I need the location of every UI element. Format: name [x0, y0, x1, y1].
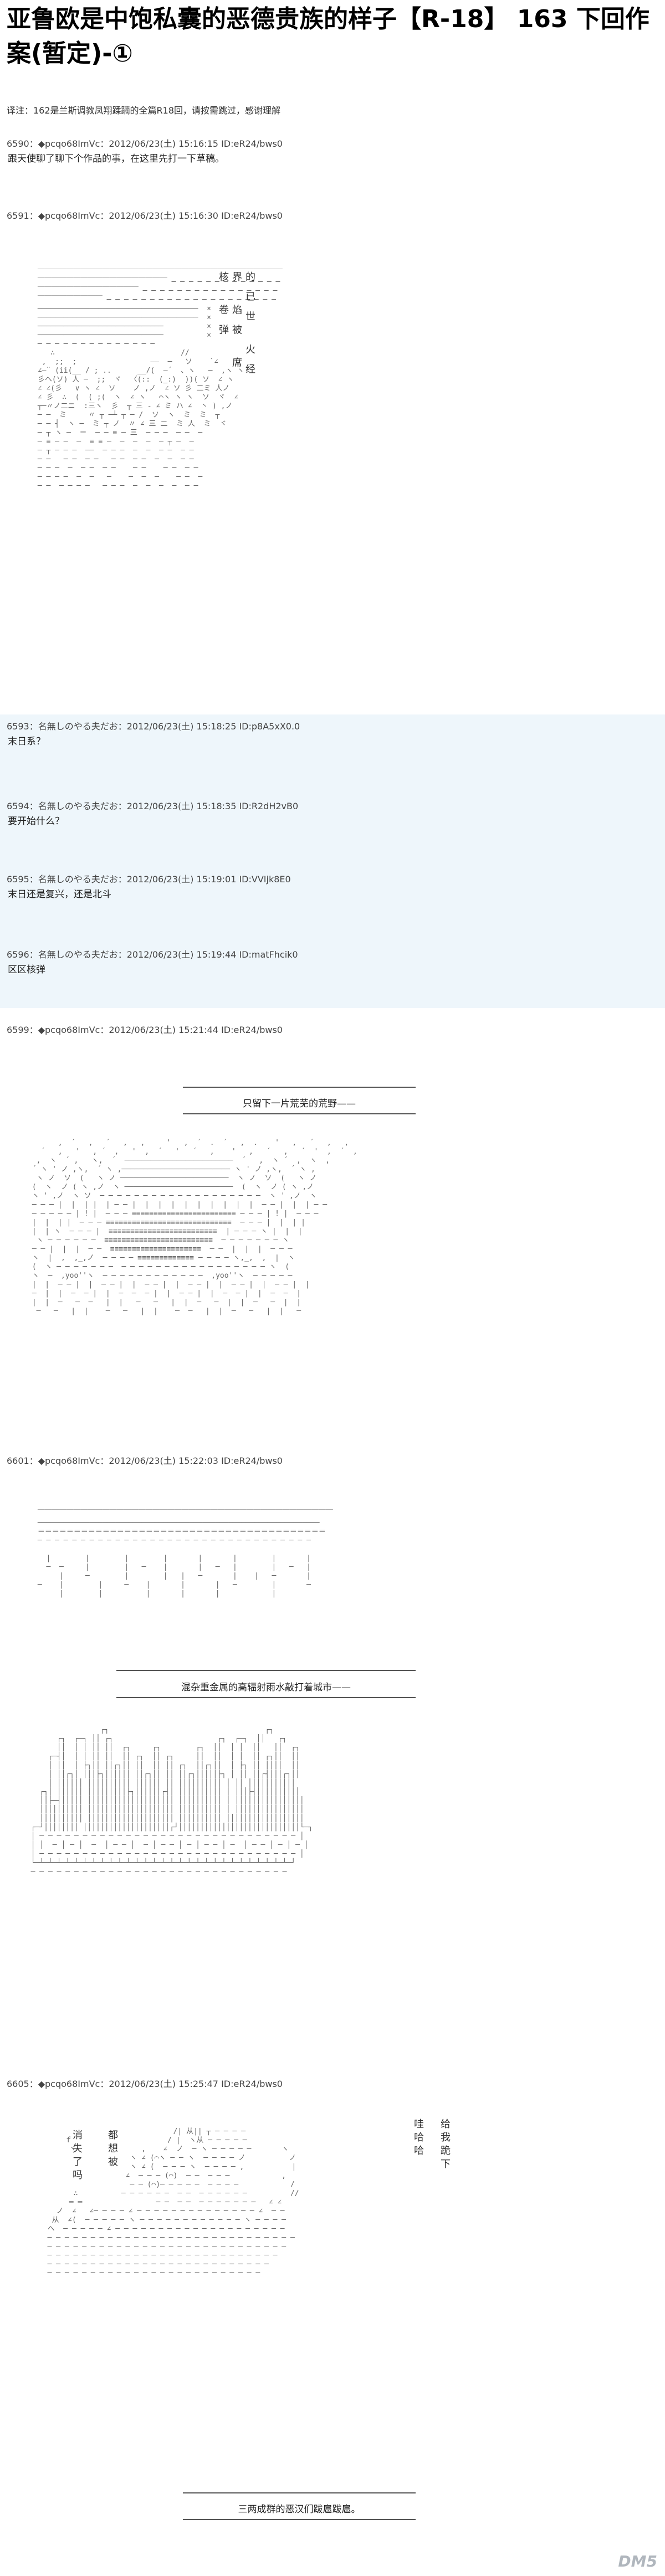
post-6595: 6595：名無しのやる夫だお：2012/06/23(土) 15:19:01 ID… [0, 864, 665, 942]
caption-rule [183, 1113, 416, 1114]
ascii-art-wasteland: , ´ , ´ , , ' , ´ . ´ , . ' , ´ , , ´ , … [32, 1139, 357, 1315]
post-6599: 6599：◆pcqo68ImVc：2012/06/23(土) 15:21:44 … [0, 1019, 665, 1451]
post-6593: 6593：名無しのやる夫だお：2012/06/23(土) 15:18:25 ID… [0, 714, 665, 786]
post-header: 6605：◆pcqo68ImVc：2012/06/23(土) 15:25:47 … [7, 2079, 283, 2089]
caption-rule [183, 2492, 416, 2493]
translator-note: 译注：162是兰斯调教凤翔蹂躏的全篇R18回，请按需跳过，感谢理解 [7, 105, 281, 116]
post-header: 6595：名無しのやる夫だお：2012/06/23(土) 15:19:01 ID… [7, 874, 291, 885]
caption-rule [116, 1697, 416, 1698]
post-header: 6596：名無しのやる夫だお：2012/06/23(土) 15:19:44 ID… [7, 949, 298, 960]
ascii-art-explosion: ￣￣￣￣￣￣￣￣￣￣￣￣￣￣￣￣￣￣￣￣￣￣￣￣￣￣￣￣￣￣￣￣￣￣ ￣￣￣￣￣… [37, 269, 283, 490]
vertical-text-right2: 给我跪下 [439, 2119, 451, 2172]
caption-rule [183, 2519, 416, 2520]
post-body: 末日还是复兴，还是北斗 [8, 889, 111, 900]
post-header: 6601：◆pcqo68ImVc：2012/06/23(土) 15:22:03 … [7, 1456, 283, 1466]
caption: 三两成群的恶汉们跋扈跋扈。 [238, 2504, 361, 2515]
vertical-text-right: 哇哈哈 [412, 2119, 424, 2158]
post-6591: 6591：◆pcqo68ImVc：2012/06/23(土) 15:16:30 … [0, 205, 665, 703]
post-header: 6591：◆pcqo68ImVc：2012/06/23(土) 15:16:30 … [7, 210, 283, 221]
post-6605: 6605：◆pcqo68ImVc：2012/06/23(土) 15:25:47 … [0, 2074, 665, 2562]
post-header: 6599：◆pcqo68ImVc：2012/06/23(土) 15:21:44 … [7, 1025, 283, 1035]
vertical-text-left: 消失了吗 [71, 2130, 83, 2183]
caption-rule [183, 1087, 416, 1088]
page-title: 亚鲁欧是中饱私囊的恶德贵族的样子【R-18】 163 下回作案(暂定)-① [7, 5, 649, 68]
vertical-text: 的 已 世 火 经 界 焰 被 席 核 卷 弹 [217, 271, 255, 377]
post-body: 区区核弹 [8, 964, 45, 975]
post-body: 要开始什么？ [8, 816, 64, 827]
caption-rule [116, 1670, 416, 1671]
post-6590: 6590：◆pcqo68ImVc：2012/06/23(土) 15:16:15 … [0, 133, 665, 177]
ascii-art-gang: /| 从|| ┬ ─ ─ ─ ─ ｆ / | ヽ从 ─ ─ ─ ─ ─ ヽ , … [47, 2127, 299, 2277]
post-body: 末日系？ [8, 736, 45, 747]
ascii-art-city: ┌┐ ┌┐ ┌┐ ┌─┐ ││ ┌┐ ┌┐ ┌─┐ ││ ┌┐ ││ │ │ │… [30, 1726, 313, 1876]
ascii-art-rain: ￣￣￣￣￣￣￣￣￣￣￣￣￣￣￣￣￣￣￣￣￣￣￣￣￣￣￣￣￣￣￣￣￣￣￣￣￣￣￣￣… [37, 1510, 333, 1598]
post-6594: 6594：名無しのやる夫だお：2012/06/23(土) 15:18:35 ID… [0, 786, 665, 864]
post-6596: 6596：名無しのやる夫だお：2012/06/23(土) 15:19:44 ID… [0, 942, 665, 1008]
post-body: 跟天使聊了聊下个作品的事，在这里先打一下草稿。 [8, 153, 224, 164]
post-6601: 6601：◆pcqo68ImVc：2012/06/23(土) 15:22:03 … [0, 1451, 665, 2077]
post-header: 6590：◆pcqo68ImVc：2012/06/23(土) 15:16:15 … [7, 138, 283, 149]
post-header: 6594：名無しのやる夫だお：2012/06/23(土) 15:18:35 ID… [7, 801, 299, 811]
watermark-logo: DM5 [618, 2552, 657, 2570]
caption: 只留下一片荒芜的荒野—— [243, 1098, 356, 1109]
caption: 混杂重金属的高辐射雨水敲打着城市—— [181, 1682, 351, 1693]
post-header: 6593：名無しのやる夫だお：2012/06/23(土) 15:18:25 ID… [7, 721, 300, 732]
vertical-text-left2: 都想被 [106, 2130, 118, 2169]
